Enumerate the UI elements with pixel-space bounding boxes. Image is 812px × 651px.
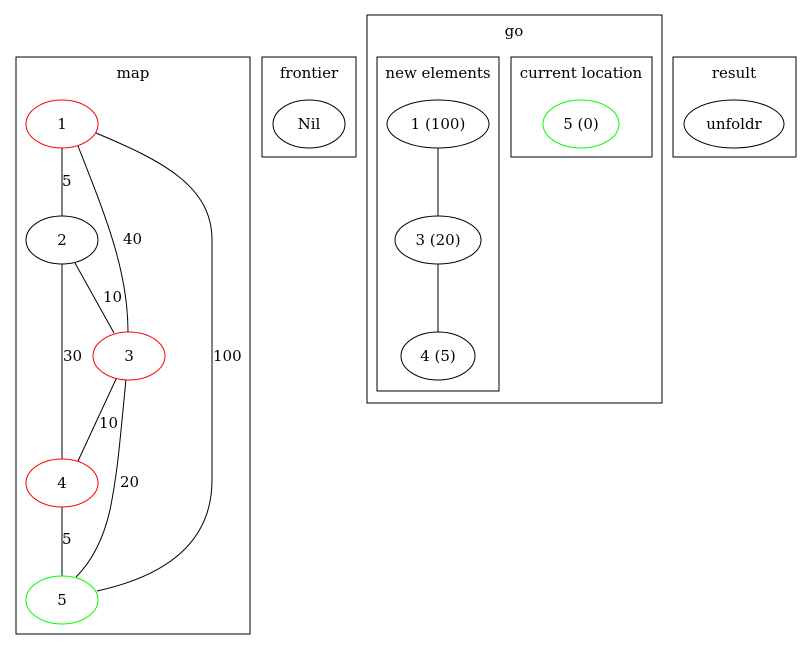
map-node-4-label: 4	[57, 474, 67, 492]
cluster-go-label: go	[505, 22, 524, 40]
current-location-node-label: 5 (0)	[563, 115, 599, 133]
new-elements-node-4: 4 (5)	[400, 331, 476, 381]
new-elements-node-3-label: 3 (20)	[415, 231, 460, 249]
cluster-result: result unfoldr	[672, 56, 797, 158]
map-edges	[61, 132, 213, 592]
map-node-5-label: 5	[57, 591, 67, 609]
map-node-1-shape	[25, 99, 99, 149]
map-edge-weights: 5 40 100 10 30 10 20 5	[62, 172, 242, 548]
cluster-new-elements-label: new elements	[385, 64, 490, 82]
cluster-new-elements-border	[376, 56, 500, 392]
new-elements-node-1-label: 1 (100)	[411, 115, 466, 133]
cluster-result-border	[672, 56, 797, 158]
map-node-3-shape	[92, 331, 166, 381]
result-node-unfoldr-label: unfoldr	[706, 115, 762, 133]
new-elements-node-3-shape	[394, 215, 482, 265]
cluster-frontier: frontier Nil	[261, 56, 357, 158]
frontier-node-nil: Nil	[272, 99, 346, 149]
new-elements-node-3: 3 (20)	[394, 215, 482, 265]
edge-1-5	[95, 132, 213, 592]
edge-2-3	[74, 262, 115, 334]
map-node-2: 2	[25, 215, 99, 265]
edge-weight-3-4: 10	[99, 414, 118, 432]
map-node-4: 4	[25, 458, 99, 508]
edge-weight-1-5: 100	[213, 347, 242, 365]
cluster-frontier-border	[261, 56, 357, 158]
new-elements-node-4-shape	[400, 331, 476, 381]
map-node-3: 3	[92, 331, 166, 381]
frontier-node-nil-shape	[272, 99, 346, 149]
cluster-map-border	[15, 56, 251, 635]
new-elements-node-1-shape	[386, 99, 490, 149]
map-node-4-shape	[25, 458, 99, 508]
cluster-new-elements: new elements 1 (100) 3 (20) 4 (5)	[376, 56, 500, 392]
map-node-1-label: 1	[57, 115, 67, 133]
cluster-map-label: map	[117, 64, 150, 82]
cluster-current-location-label: current location	[520, 64, 643, 82]
current-location-node-shape	[542, 99, 620, 149]
map-node-1: 1	[25, 99, 99, 149]
cluster-frontier-label: frontier	[280, 64, 339, 82]
edge-1-3	[77, 145, 129, 333]
edge-weight-1-3: 40	[123, 230, 142, 248]
cluster-current-location-border	[510, 56, 653, 158]
cluster-go: go new elements 1 (100) 3 (20) 4 (5) c	[366, 14, 663, 404]
edge-weight-1-2: 5	[62, 172, 72, 190]
cluster-map: map 5 40 100 10 30 10 20 5 1	[15, 56, 251, 635]
result-node-unfoldr: unfoldr	[683, 99, 785, 149]
cluster-current-location: current location 5 (0)	[510, 56, 653, 158]
map-node-5-shape	[25, 575, 99, 625]
edge-3-4	[77, 376, 118, 462]
map-node-5: 5	[25, 575, 99, 625]
new-elements-node-4-label: 4 (5)	[420, 347, 456, 365]
map-node-3-label: 3	[124, 347, 134, 365]
new-elements-node-1: 1 (100)	[386, 99, 490, 149]
edge-weight-4-5: 5	[62, 530, 72, 548]
frontier-node-nil-label: Nil	[298, 115, 321, 133]
current-location-node: 5 (0)	[542, 99, 620, 149]
cluster-go-border	[366, 14, 663, 404]
map-node-2-shape	[25, 215, 99, 265]
edge-weight-2-4: 30	[63, 347, 82, 365]
cluster-result-label: result	[712, 64, 756, 82]
result-node-unfoldr-shape	[683, 99, 785, 149]
map-node-2-label: 2	[57, 231, 67, 249]
edge-3-5	[75, 378, 127, 578]
edge-weight-3-5: 20	[120, 473, 139, 491]
edge-weight-2-3: 10	[103, 288, 122, 306]
